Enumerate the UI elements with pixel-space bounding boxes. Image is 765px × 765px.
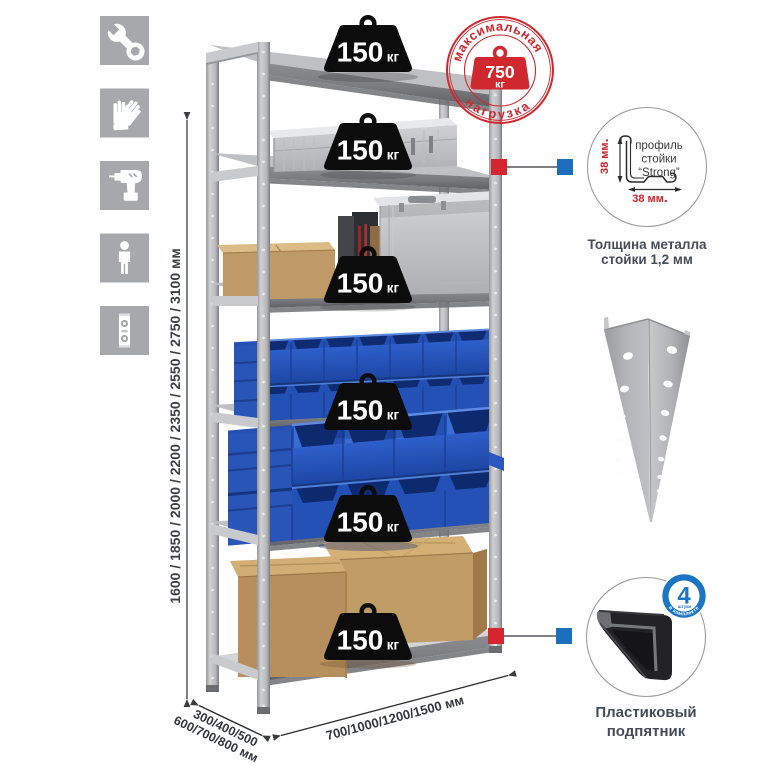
- svg-text:кг: кг: [495, 79, 505, 91]
- svg-text:38 мм.: 38 мм.: [632, 189, 667, 205]
- svg-text:подпятник: подпятник: [607, 723, 686, 740]
- svg-text:штуки: штуки: [678, 604, 692, 609]
- svg-text:стойки 1,2 мм: стойки 1,2 мм: [601, 252, 693, 267]
- svg-text:“Strong”: “Strong”: [638, 167, 680, 179]
- svg-text:1600 / 1850 / 2000 / 2200 / 23: 1600 / 1850 / 2000 / 2200 / 2350 / 2550 …: [167, 248, 183, 603]
- svg-text:профиль: профиль: [635, 140, 683, 152]
- svg-text:150: 150: [337, 37, 384, 68]
- svg-text:Пластиковый: Пластиковый: [595, 704, 696, 721]
- svg-text:Толщина металла: Толщина металла: [587, 237, 707, 252]
- svg-text:4: 4: [677, 583, 691, 610]
- svg-text:750: 750: [485, 62, 514, 82]
- svg-text:700/1000/1200/1500 мм: 700/1000/1200/1500 мм: [324, 692, 465, 743]
- svg-text:кг: кг: [387, 50, 400, 65]
- svg-text:стойки: стойки: [641, 154, 676, 166]
- svg-text:38 мм.: 38 мм.: [595, 139, 611, 174]
